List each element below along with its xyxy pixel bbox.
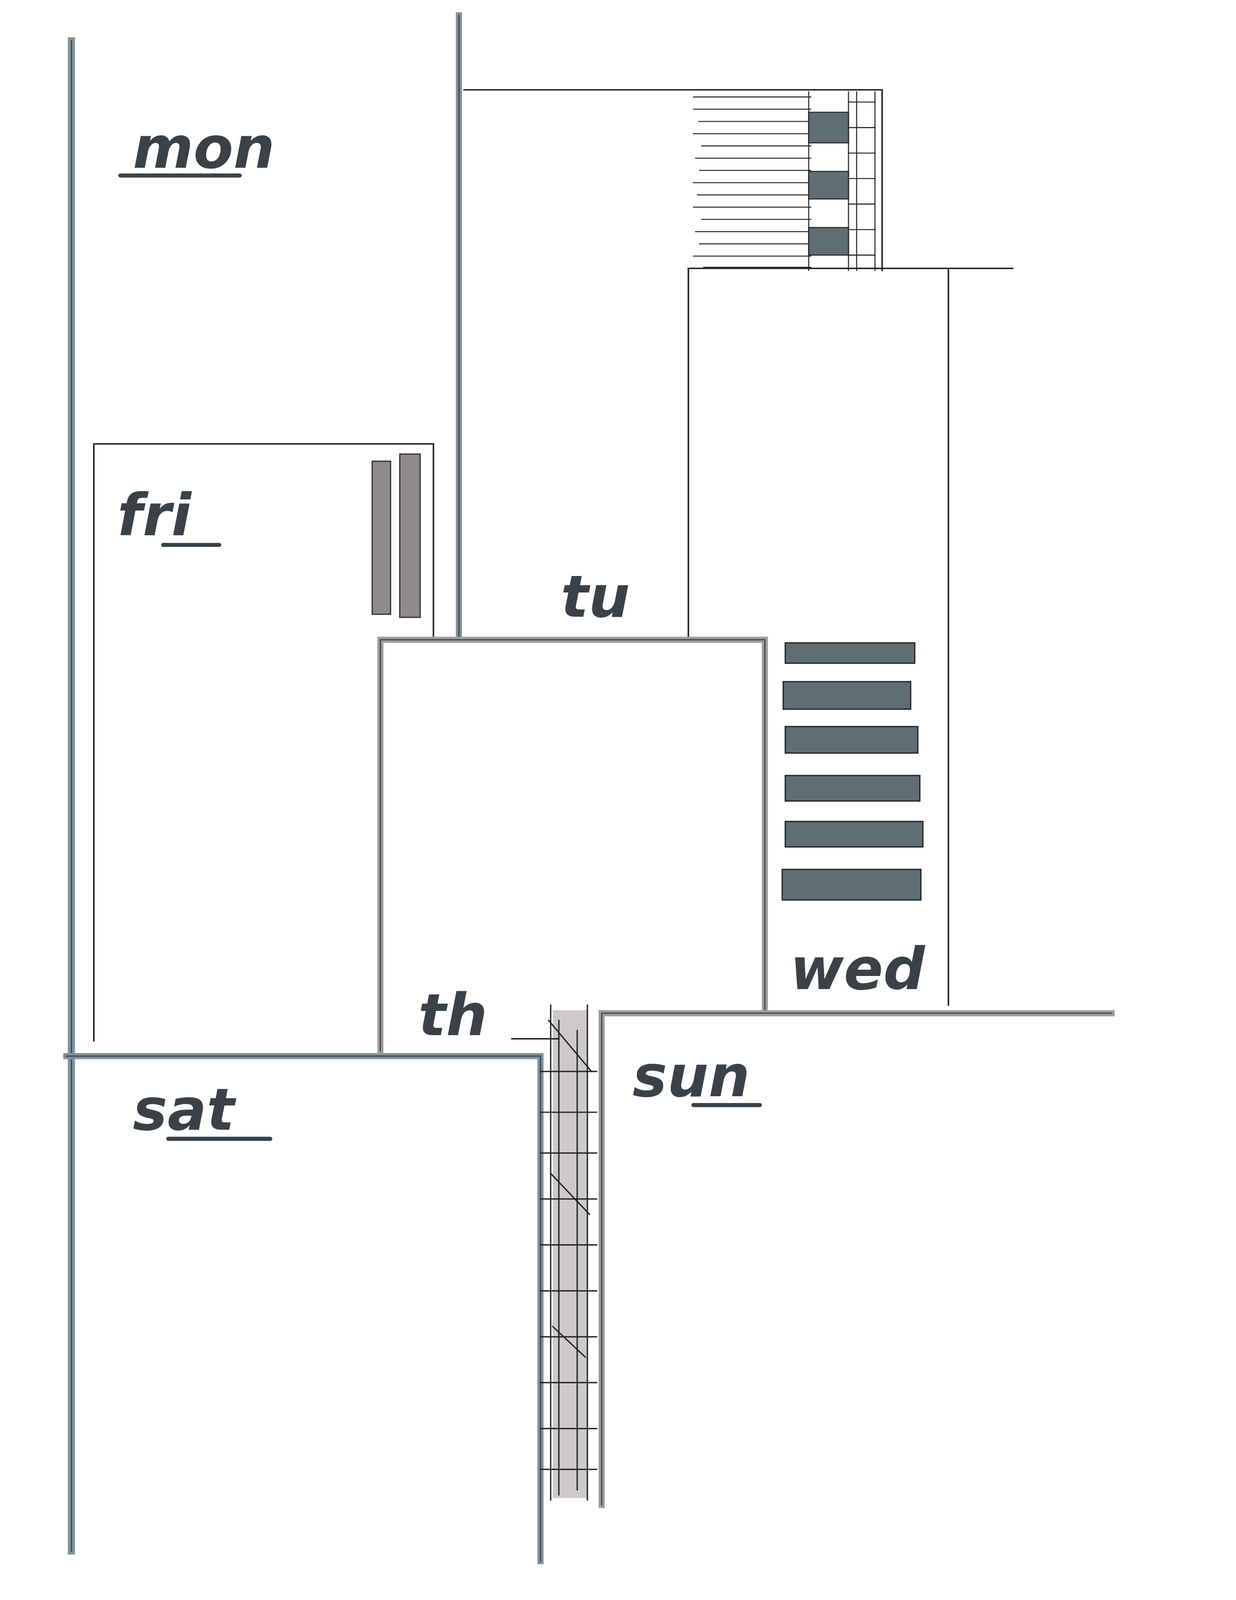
room-label: sun bbox=[632, 1046, 750, 1106]
room-label: fri bbox=[117, 486, 192, 545]
room-area: fri bbox=[94, 443, 434, 1041]
room-label: tu bbox=[560, 567, 631, 626]
room-label: mon bbox=[132, 118, 275, 177]
room-label: th bbox=[418, 985, 488, 1045]
room-label: wed bbox=[790, 939, 925, 999]
room-label: sat bbox=[132, 1080, 235, 1139]
